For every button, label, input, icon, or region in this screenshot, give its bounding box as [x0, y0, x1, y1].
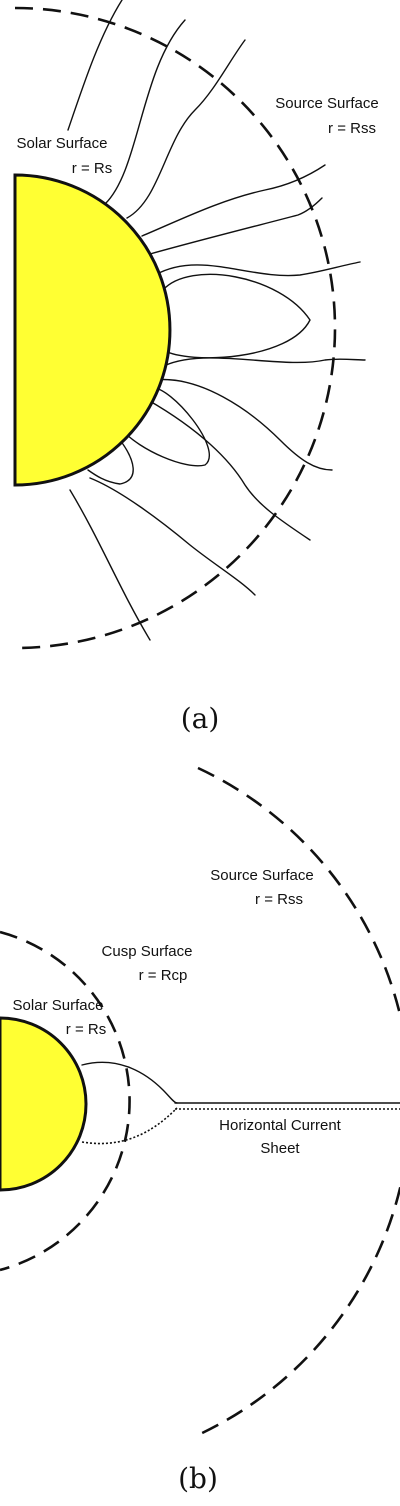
field-line-open-2 — [104, 19, 186, 205]
panel-b-cusp-surface-arc — [0, 930, 131, 1272]
field-line-open-3 — [126, 39, 246, 219]
panel-b-current-sheet-label-2: Sheet — [260, 1140, 300, 1157]
field-line-open-7 — [159, 357, 366, 369]
panel-a-sun — [13, 173, 172, 487]
panel-a-field-lines — [67, 0, 366, 641]
panel-b-sun — [0, 1016, 88, 1192]
panel-b-caption: (b) — [178, 1462, 218, 1495]
panel-b-source-surface-eq: r = Rss — [255, 891, 303, 908]
panel-b-cusp-surface-eq: r = Rcp — [139, 967, 188, 984]
panel-b-cusp-surface-label: Cusp Surface — [102, 943, 193, 960]
panel-a-caption: (a) — [181, 702, 220, 735]
panel-a-source-surface-label: Source Surface — [275, 95, 378, 112]
field-line-closed-loop-2 — [121, 387, 210, 467]
panel-b: Source Surface r = Rss Cusp Surface r = … — [0, 766, 400, 1495]
panel-b-source-surface-arc — [197, 766, 400, 1437]
field-line-open-1 — [67, 0, 123, 131]
panel-b-solar-surface-label: Solar Surface — [13, 997, 104, 1014]
panel-a-source-surface-arc — [14, 6, 337, 650]
panel-b-current-sheet-label-1: Horizontal Current — [219, 1117, 342, 1134]
field-line-open-8 — [153, 378, 333, 471]
panel-a-source-surface-eq: r = Rss — [328, 120, 376, 137]
panel-a-solar-surface-eq: r = Rs — [72, 160, 112, 177]
field-line-open-10 — [89, 477, 256, 596]
panel-b-solar-surface-eq: r = Rs — [66, 1021, 106, 1038]
field-line-closed-loop-1 — [162, 273, 311, 359]
field-line-open-4 — [141, 164, 326, 237]
field-line-open-6 — [154, 261, 361, 277]
panel-a-solar-surface-label: Solar Surface — [17, 135, 108, 152]
field-line-closed-loop-3 — [87, 439, 134, 485]
panel-a: Solar Surface r = Rs Source Surface r = … — [13, 0, 379, 735]
panel-b-closed-field-line-dotted — [81, 1107, 178, 1145]
field-line-open-11 — [69, 489, 151, 641]
field-line-open-9 — [147, 399, 311, 541]
field-line-open-5 — [149, 197, 323, 255]
panel-b-closed-field-line — [81, 1061, 178, 1104]
panel-b-source-surface-label: Source Surface — [210, 867, 313, 884]
